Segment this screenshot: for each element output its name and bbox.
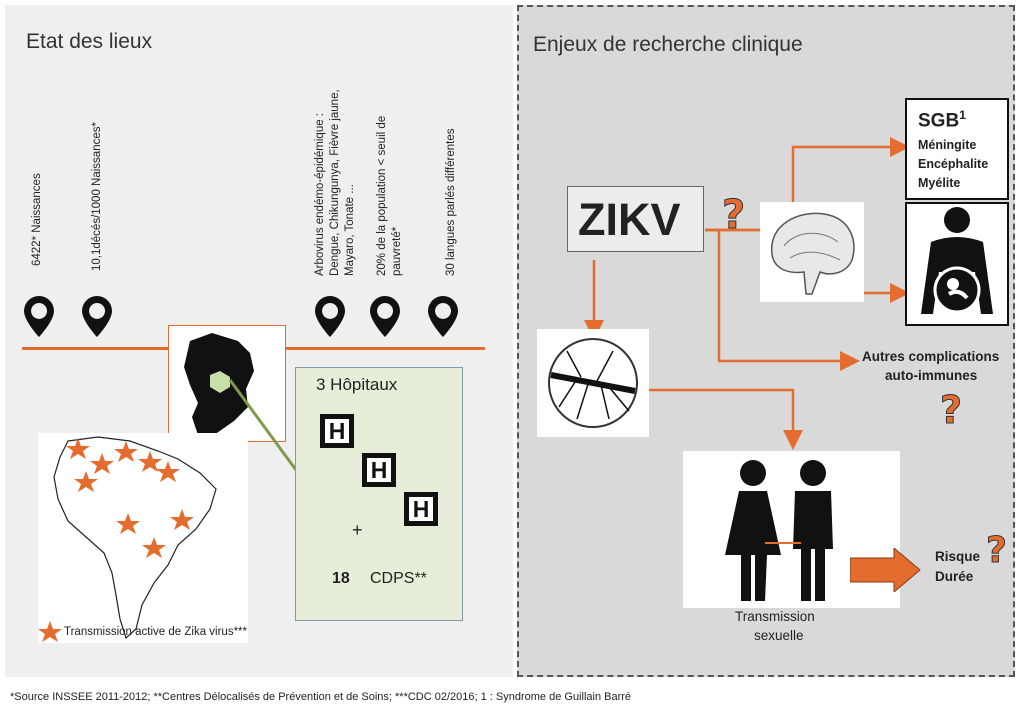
legend-text: Transmission active de Zika virus*** xyxy=(64,626,247,638)
star-icon xyxy=(114,441,138,462)
star-icon xyxy=(142,537,166,558)
stat-arbovirus-2: Dengue, Chikungunya, Fièvre jaune, xyxy=(329,89,341,276)
autres-complications-1: Autres complications xyxy=(862,349,1000,364)
cdps-label: CDPS** xyxy=(370,570,427,587)
star-icon xyxy=(138,451,162,472)
autres-complications-2: auto-immunes xyxy=(885,368,978,383)
hospital-icon: H xyxy=(320,414,354,448)
map-pin-icon xyxy=(428,296,458,337)
neuro-encephalite: Encéphalite xyxy=(918,157,989,171)
risk-arrow-icon xyxy=(850,548,921,592)
risk-label: Risque xyxy=(935,549,981,564)
brain-icon xyxy=(771,212,855,295)
stat-poverty-1: 20% de la population < seuil de xyxy=(376,115,388,276)
stat-deaths: 10,1décés/1000 Naissances* xyxy=(91,122,103,271)
stat-births: 6422* Naissances xyxy=(31,173,43,266)
right-panel-title: Enjeux de recherche clinique xyxy=(533,33,803,56)
south-america-map xyxy=(38,433,248,643)
pregnant-woman-icon xyxy=(921,207,993,314)
neuro-myelite: Myélite xyxy=(918,176,961,190)
duration-label: Durée xyxy=(935,569,974,584)
sgb-label: SGB1 xyxy=(918,108,966,132)
hospitals-title: 3 Hôpitaux xyxy=(316,375,398,394)
sgb-box xyxy=(905,98,1009,200)
footer-note: *Source INSSEE 2011-2012; **Centres Délo… xyxy=(10,691,632,703)
question-mark-risk: ? xyxy=(986,530,1008,572)
star-icon xyxy=(156,461,180,482)
couple-icon xyxy=(725,460,833,601)
cdps-number: 18 xyxy=(332,570,350,587)
map-pin-icon xyxy=(370,296,400,337)
map-pin-icon xyxy=(82,296,112,337)
map-pin-icon xyxy=(24,296,54,337)
hospital-icon: H xyxy=(362,453,396,487)
zikv-box xyxy=(567,186,704,252)
hospital-icon: H xyxy=(404,492,438,526)
plus-sign: + xyxy=(352,520,363,540)
zikv-label: ZIKV xyxy=(578,194,681,245)
stat-languages: 30 langues parlés différentes xyxy=(445,128,457,276)
star-icon xyxy=(116,513,140,534)
map-pin-icon xyxy=(315,296,345,337)
guiana-map xyxy=(180,333,254,442)
stat-poverty-2: pauvreté* xyxy=(391,226,403,276)
star-icon xyxy=(170,509,194,530)
connector-line xyxy=(228,379,298,471)
left-panel-title: Etat des lieux xyxy=(26,30,153,53)
legend-star-icon xyxy=(38,621,62,642)
star-icon xyxy=(90,453,114,474)
question-mark-zikv: ? xyxy=(721,192,746,239)
star-icon xyxy=(74,471,98,492)
neuro-meningite: Méningite xyxy=(918,138,977,152)
transmission-label-2: sexuelle xyxy=(754,628,804,643)
map-pins xyxy=(24,296,458,337)
stat-arbovirus-1: Arbovirus endémo-épidémique : xyxy=(314,112,326,276)
mosquito-icon xyxy=(548,338,638,428)
star-icon xyxy=(66,438,90,459)
transmission-label-1: Transmission xyxy=(735,609,815,624)
south-america-outline xyxy=(53,436,217,640)
stat-arbovirus-3: Mayaro, Tonate ... xyxy=(344,184,356,276)
question-mark-autoimmune: ? xyxy=(939,388,963,433)
